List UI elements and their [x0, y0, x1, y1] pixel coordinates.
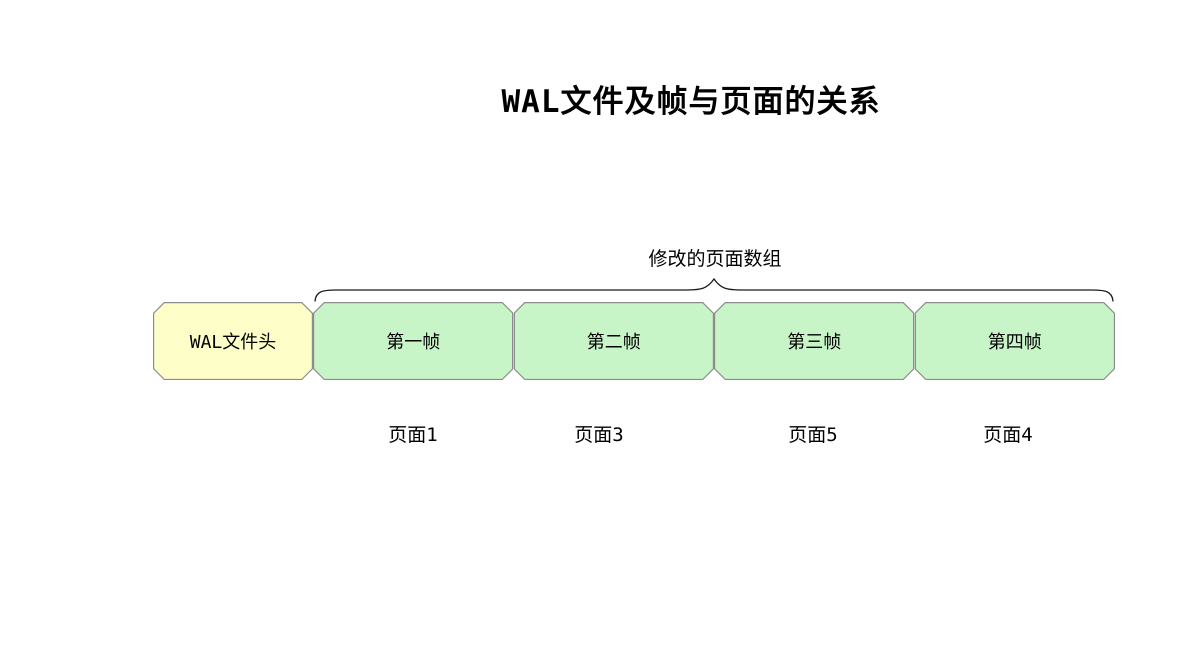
page-label-2: 页面3	[574, 424, 624, 446]
frame-box-4: 第四帧	[915, 302, 1116, 380]
page-label-3: 页面5	[788, 424, 838, 446]
page-label-4: 页面4	[983, 424, 1033, 446]
wal-file-row: WAL文件头 第一帧 第二帧 第三帧 第四帧	[153, 302, 1115, 380]
frame-label-3: 第三帧	[787, 332, 842, 353]
wal-header-box: WAL文件头	[153, 302, 313, 380]
frame-label-1: 第一帧	[386, 332, 441, 353]
frame-box-3: 第三帧	[714, 302, 915, 380]
wal-header-label: WAL文件头	[189, 332, 277, 353]
diagram-title: WAL文件及帧与页面的关系	[501, 84, 881, 120]
frame-label-2: 第二帧	[586, 332, 641, 353]
horizontal-brace	[314, 277, 1114, 302]
brace-path	[314, 277, 1114, 302]
page-label-1: 页面1	[388, 424, 438, 446]
frame-box-1: 第一帧	[313, 302, 514, 380]
brace-label: 修改的页面数组	[648, 248, 782, 270]
frame-label-4: 第四帧	[987, 332, 1042, 353]
frame-box-2: 第二帧	[514, 302, 715, 380]
